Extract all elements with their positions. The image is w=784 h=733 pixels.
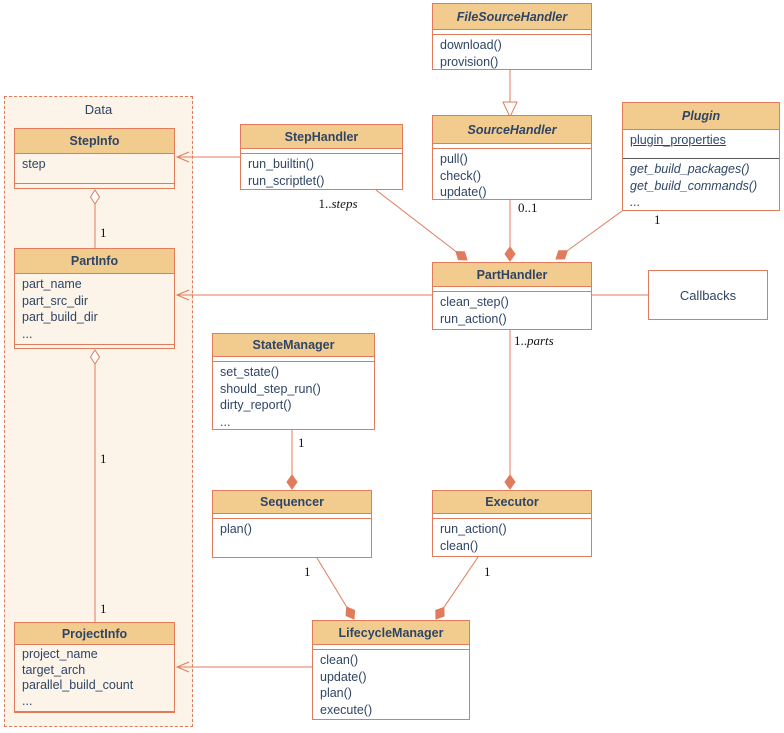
class-stepinfo: StepInfo step: [14, 128, 175, 189]
multiplicity-label: 1: [304, 564, 311, 579]
attribute: part_name: [22, 277, 82, 291]
class-title: LifecycleManager: [313, 621, 469, 645]
method: clean(): [440, 538, 479, 553]
multiplicity-label: 1: [100, 225, 107, 240]
multiplicity-label: 1..parts: [514, 333, 554, 348]
attrs-empty: [313, 645, 469, 650]
method: run_scriptlet(): [248, 173, 325, 188]
method: plan(): [320, 686, 352, 700]
attribute: project_name: [22, 647, 98, 661]
methods-section: set_state() should_step_run() dirty_repo…: [213, 362, 374, 429]
class-partinfo: PartInfo part_name part_src_dir part_bui…: [14, 248, 175, 349]
class-lifecyclemanager: LifecycleManager clean() update() plan()…: [312, 620, 470, 720]
method: ...: [630, 195, 641, 209]
multiplicity-label: 1: [298, 435, 305, 450]
class-title: PartHandler: [433, 263, 591, 287]
methods-section: clean() update() plan() execute(): [313, 650, 469, 719]
method: run_action(): [440, 522, 507, 536]
class-title: Plugin: [623, 103, 779, 130]
methods-section: download() provision(): [433, 35, 591, 69]
class-title: StateManager: [213, 334, 374, 357]
attrs-empty: [213, 357, 374, 362]
attribute: ...: [22, 326, 33, 341]
method: get_build_packages(): [630, 162, 750, 176]
class-title: SourceHandler: [433, 116, 591, 144]
multiplicity-label: 0..1: [518, 200, 538, 215]
attribute: part_src_dir: [22, 293, 88, 308]
multiplicity-label: 1: [654, 212, 661, 227]
method: pull(): [440, 152, 468, 166]
multiplicity-label: 1..steps: [318, 196, 358, 211]
class-filesourcehandler: FileSourceHandler download() provision(): [432, 3, 592, 70]
attrs-empty: [213, 514, 371, 519]
method: run_action(): [440, 311, 507, 326]
method: should_step_run(): [220, 381, 321, 396]
method: clean(): [320, 653, 359, 667]
class-projectinfo: ProjectInfo project_name target_arch par…: [14, 622, 175, 713]
methods-section: run_builtin() run_scriptlet(): [241, 154, 402, 189]
method: set_state(): [220, 365, 280, 379]
attribute: part_build_dir: [22, 310, 98, 324]
class-executor: Executor run_action() clean(): [432, 490, 592, 557]
method: dirty_report(): [220, 398, 292, 412]
multiplicity-label: 1: [100, 601, 107, 616]
attribute: plugin_properties: [630, 133, 726, 147]
method: run_builtin(): [248, 157, 315, 171]
method: update(): [320, 669, 367, 684]
class-title: ProjectInfo: [15, 623, 174, 645]
class-title: StepHandler: [241, 125, 402, 149]
method: clean_step(): [440, 295, 509, 309]
method: provision(): [440, 54, 499, 69]
multiplicity-label: 1: [484, 564, 491, 579]
method: plan(): [220, 522, 252, 536]
class-plugin: Plugin plugin_properties get_build_packa…: [622, 102, 780, 211]
methods-section: clean_step() run_action(): [433, 292, 591, 329]
class-parthandler: PartHandler clean_step() run_action(): [432, 262, 592, 330]
attrs-section: plugin_properties: [623, 130, 779, 159]
method: update(): [440, 185, 487, 199]
methods-section: plan(): [213, 519, 371, 557]
attrs-section: part_name part_src_dir part_build_dir ..…: [15, 274, 174, 344]
class-title: PartInfo: [15, 249, 174, 274]
attrs-empty: [433, 514, 591, 519]
attrs-empty: [241, 149, 402, 154]
method: ...: [220, 414, 231, 429]
method: check(): [440, 168, 481, 183]
class-statemanager: StateManager set_state() should_step_run…: [212, 333, 375, 430]
methods-empty: [15, 183, 174, 188]
method: get_build_commands(): [630, 178, 758, 193]
methods-empty: [15, 344, 174, 348]
attrs-empty: [433, 30, 591, 35]
attrs-empty: [433, 144, 591, 149]
attrs-section: step: [15, 154, 174, 183]
class-sequencer: Sequencer plan(): [212, 490, 372, 558]
attribute: step: [22, 157, 46, 171]
class-sourcehandler: SourceHandler pull() check() update(): [432, 115, 592, 200]
attribute: ...: [22, 693, 33, 708]
attrs-empty: [433, 287, 591, 292]
class-callbacks: Callbacks: [648, 270, 768, 320]
class-title: FileSourceHandler: [433, 4, 591, 30]
data-group-label: Data: [84, 102, 113, 117]
class-title: Sequencer: [213, 491, 371, 514]
class-title: StepInfo: [15, 129, 174, 154]
multiplicity-label: 1: [100, 451, 107, 466]
attrs-section: project_name target_arch parallel_build_…: [15, 645, 174, 711]
class-stephandler: StepHandler run_builtin() run_scriptlet(…: [240, 124, 403, 190]
method: execute(): [320, 702, 373, 717]
attribute: parallel_build_count: [22, 678, 134, 692]
data-group-container: Data: [4, 96, 193, 727]
class-title: Executor: [433, 491, 591, 514]
methods-section: run_action() clean(): [433, 519, 591, 556]
method: download(): [440, 38, 502, 52]
methods-empty: [15, 711, 174, 712]
methods-section: get_build_packages() get_build_commands(…: [623, 159, 779, 210]
attribute: target_arch: [22, 662, 86, 677]
methods-section: pull() check() update(): [433, 149, 591, 199]
class-title: Callbacks: [679, 287, 737, 303]
